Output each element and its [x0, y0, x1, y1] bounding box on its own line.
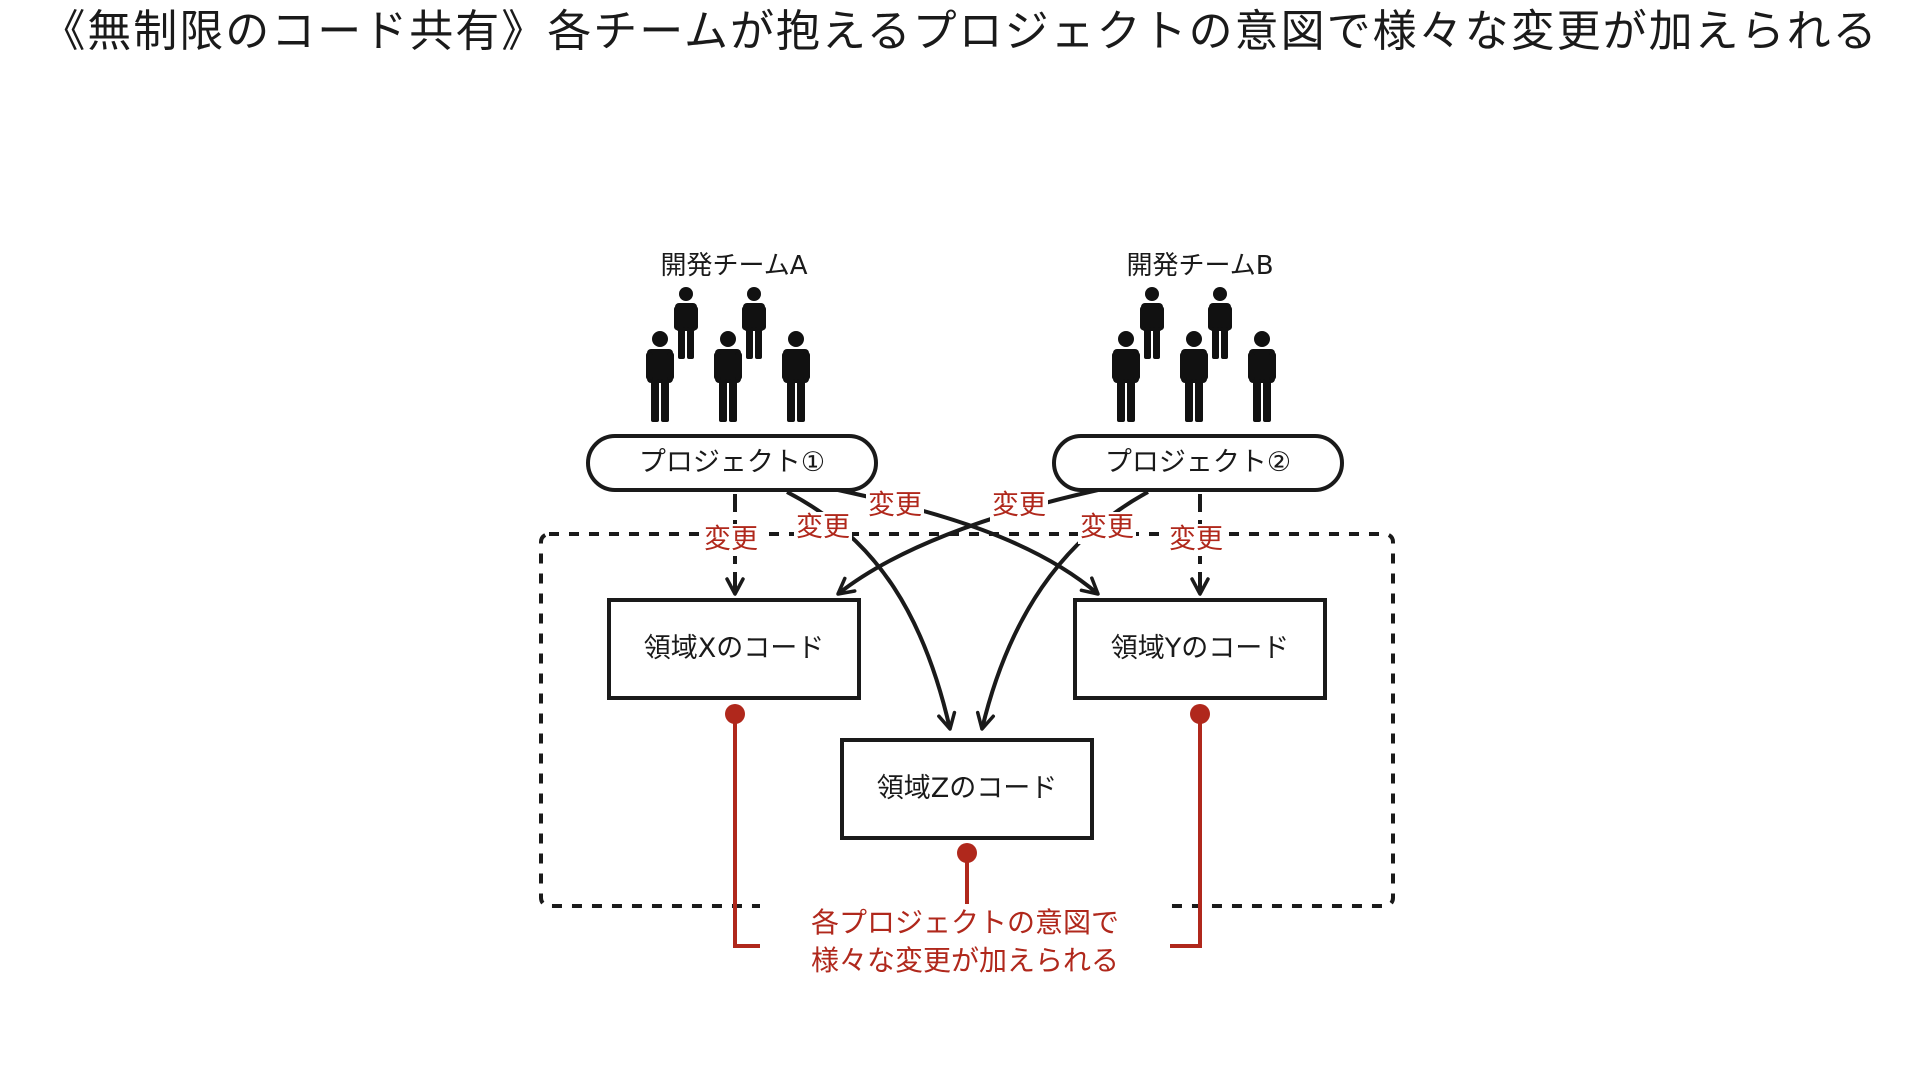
intent-note: 各プロジェクトの意図で 様々な変更が加えられる: [760, 904, 1170, 980]
marker-dot-z: [957, 843, 977, 863]
slide-title: 《無制限のコード共有》各チームが抱えるプロジェクトの意図で様々な変更が加えられる: [41, 6, 1879, 57]
code-area-x-box: 領域Xのコード: [607, 598, 861, 700]
change-label: 変更: [990, 490, 1048, 522]
people-group-icon: [1112, 287, 1276, 422]
project-2-pill: プロジェクト②: [1052, 434, 1344, 492]
team-a-label: 開発チームA: [660, 251, 808, 281]
marker-dot-x: [725, 704, 745, 724]
change-label: 変更: [1078, 512, 1136, 544]
change-label: 変更: [702, 524, 760, 556]
change-label: 変更: [866, 490, 924, 522]
code-area-z-box: 領域Zのコード: [840, 738, 1094, 840]
code-area-y-box: 領域Yのコード: [1073, 598, 1327, 700]
change-label: 変更: [794, 512, 852, 544]
arrow-project2-to-x: [836, 488, 1099, 596]
change-label: 変更: [1167, 524, 1225, 556]
people-group-icon: [646, 287, 810, 422]
marker-dot-y: [1190, 704, 1210, 724]
shared-code-region: [539, 532, 1395, 908]
intent-note-line-2: 様々な変更が加えられる: [810, 944, 1119, 977]
project-1-pill: プロジェクト①: [586, 434, 878, 492]
team-b-label: 開発チームB: [1126, 251, 1274, 281]
intent-note-line-1: 各プロジェクトの意図で: [810, 906, 1119, 939]
